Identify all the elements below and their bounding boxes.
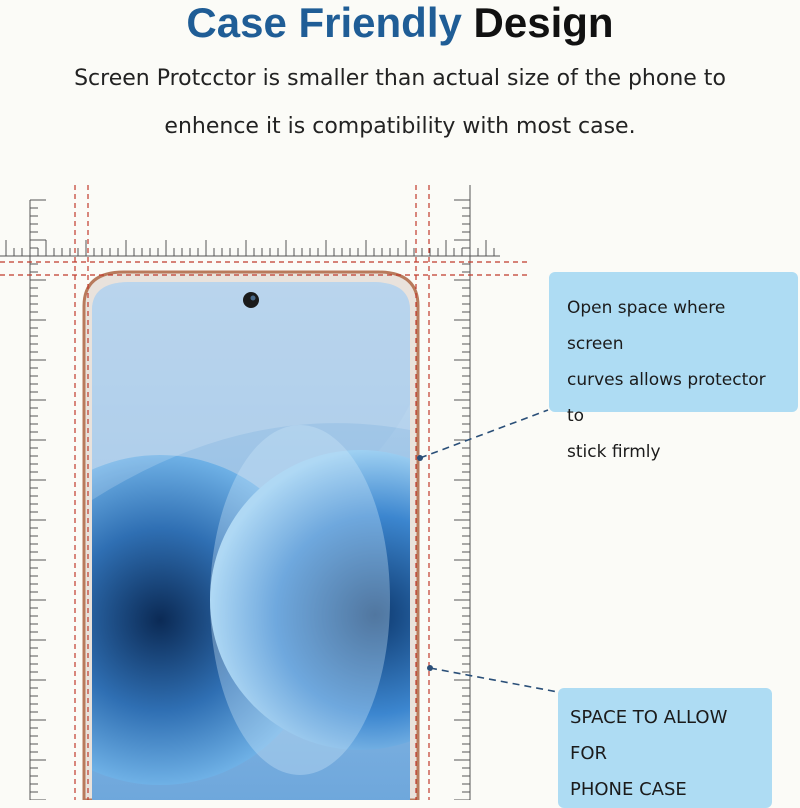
callout-top-line-3: stick firmly xyxy=(567,442,661,462)
edge-guides xyxy=(0,185,530,800)
phone xyxy=(82,270,420,800)
callout-top-line-2: curves allows protector to xyxy=(567,370,766,426)
callout-bottom-line-1: SPACE TO ALLOW FOR xyxy=(570,707,728,764)
measurement-rulers xyxy=(0,185,500,800)
page-title: Case Friendly Design xyxy=(0,0,800,46)
callout-phone-case-space: SPACE TO ALLOW FOR PHONE CASE xyxy=(558,688,772,808)
callout-leaders xyxy=(417,409,559,693)
callout-bottom-line-2: PHONE CASE xyxy=(570,779,687,800)
title-highlight: Case Friendly xyxy=(186,0,462,46)
callout-top-line-1: Open space where screen xyxy=(567,298,726,354)
subtitle-line-2: enhence it is compatibility with most ca… xyxy=(164,114,636,139)
front-camera-icon xyxy=(243,292,259,308)
phone-screen xyxy=(92,282,410,800)
callout-screen-curve: Open space where screen curves allows pr… xyxy=(549,272,798,462)
title-rest: Design xyxy=(473,0,614,46)
subtitle-line-1: Screen Protcctor is smaller than actual … xyxy=(74,66,726,91)
